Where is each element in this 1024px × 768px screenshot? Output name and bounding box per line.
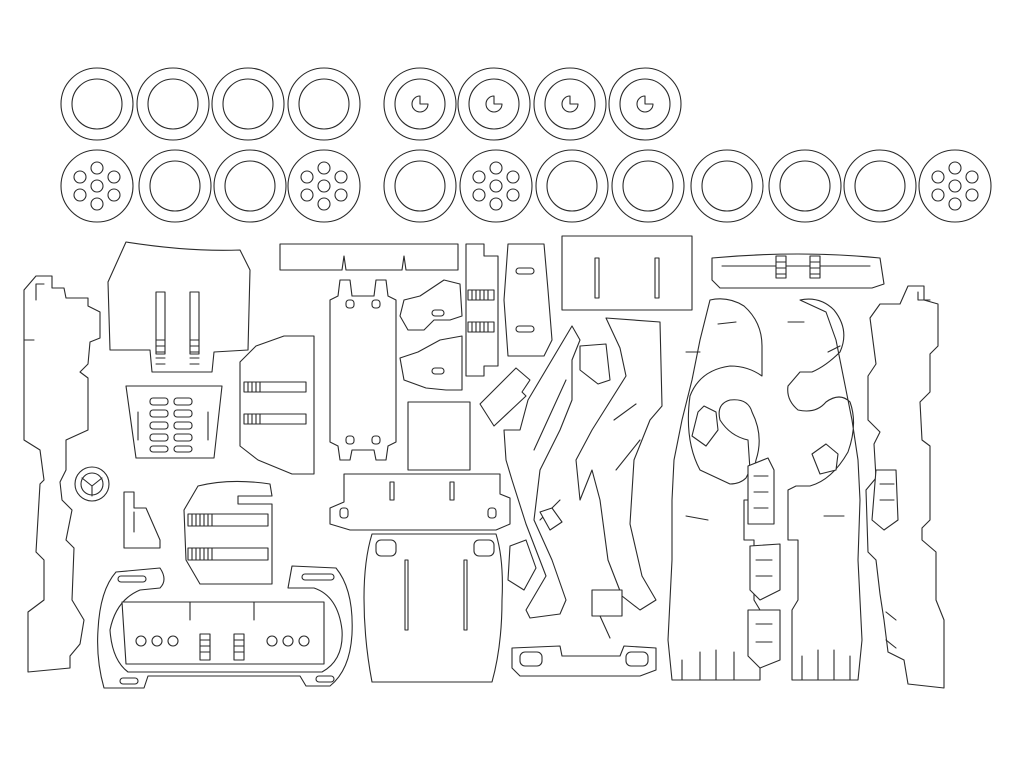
perforated-hub bbox=[460, 150, 532, 222]
notch-slot-icon bbox=[156, 340, 199, 364]
gear-bracket bbox=[748, 458, 780, 668]
base-rail bbox=[512, 646, 656, 676]
wheel-row-1 bbox=[61, 68, 681, 140]
roof-panel bbox=[562, 236, 692, 310]
seat-panel-lower bbox=[184, 481, 272, 584]
perforated-hub bbox=[61, 150, 133, 222]
tire-ring bbox=[384, 150, 456, 222]
rear-bumper bbox=[98, 566, 353, 688]
perforated-hub bbox=[919, 150, 991, 222]
tire-ring bbox=[612, 150, 684, 222]
chassis-frame bbox=[330, 280, 396, 460]
diagonal-strut-a bbox=[504, 326, 580, 618]
windshield-bar bbox=[712, 254, 884, 288]
floor-plate bbox=[408, 402, 470, 470]
left-side-panel bbox=[24, 276, 109, 672]
tire-ring bbox=[137, 68, 209, 140]
tab-bracket bbox=[124, 492, 160, 548]
seat-bracket-upper bbox=[400, 280, 462, 390]
hub-ring bbox=[384, 68, 456, 140]
top-beam bbox=[280, 244, 458, 270]
fender-right bbox=[788, 299, 862, 680]
hood-panel bbox=[108, 242, 250, 372]
tire-ring bbox=[536, 150, 608, 222]
slot-strip bbox=[466, 244, 498, 376]
tire-ring bbox=[844, 150, 916, 222]
tire-ring bbox=[769, 150, 841, 222]
hub-ring bbox=[534, 68, 606, 140]
tire-ring bbox=[691, 150, 763, 222]
tire-ring bbox=[139, 150, 211, 222]
hub-ring bbox=[609, 68, 681, 140]
hub-ring bbox=[458, 68, 530, 140]
fender-left bbox=[668, 299, 762, 680]
tire-ring bbox=[288, 68, 360, 140]
right-side-panel bbox=[866, 286, 944, 688]
wheel-row-2 bbox=[61, 150, 991, 222]
dash-plate bbox=[330, 474, 510, 530]
tire-ring bbox=[212, 68, 284, 140]
tire-ring bbox=[61, 68, 133, 140]
perforated-hub bbox=[288, 150, 360, 222]
side-clip bbox=[504, 244, 552, 356]
diagonal-strut-b bbox=[576, 318, 662, 638]
grille-panel bbox=[126, 386, 222, 458]
front-cover bbox=[364, 534, 502, 682]
tire-ring bbox=[214, 150, 286, 222]
seat-panel-upper bbox=[240, 336, 314, 474]
angled-fin bbox=[480, 368, 530, 426]
